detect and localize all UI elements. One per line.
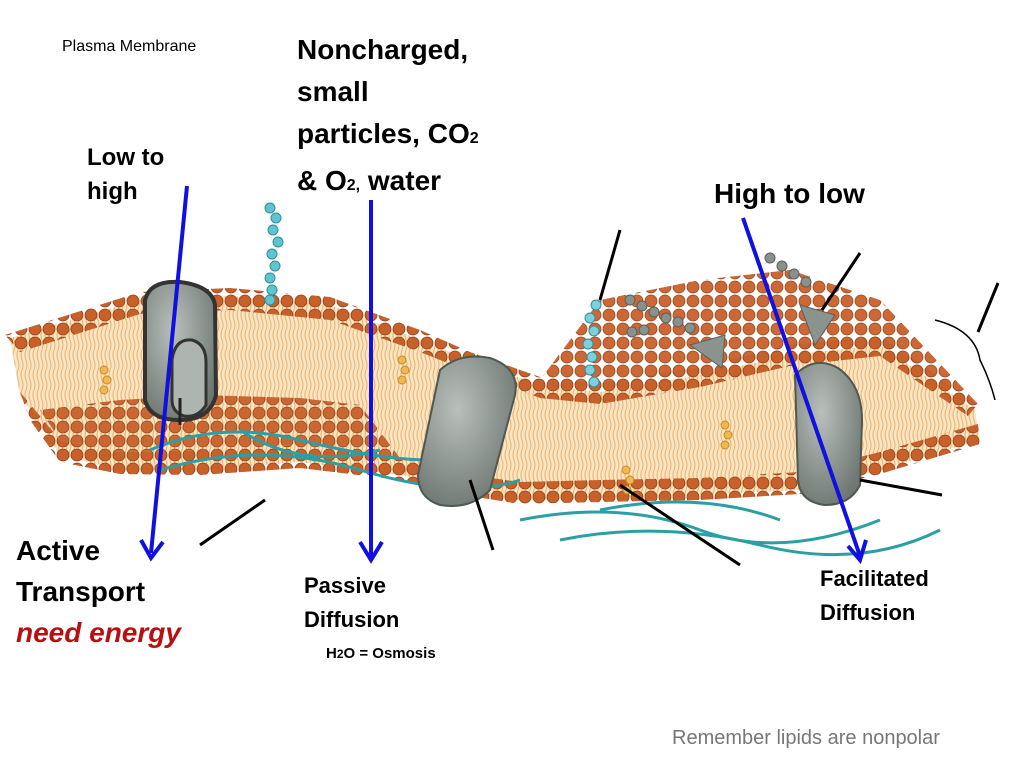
arrow-passive-diffusion <box>358 200 384 564</box>
high-to-low-label: High to low <box>714 178 865 209</box>
passive-diffusion-label: Passive Diffusion <box>304 573 400 632</box>
arrow-facilitated-diffusion <box>741 217 868 565</box>
channel-protein-middle <box>416 355 517 507</box>
glycoprotein-chain-middle <box>582 299 602 388</box>
noncharged-line-4: & O2, water <box>297 165 442 196</box>
low-to-high-label: Low to high <box>87 144 165 205</box>
noncharged-line-2: small <box>297 76 369 107</box>
cholesterol-molecules <box>99 355 733 495</box>
arrow-active-transport <box>139 185 189 562</box>
label-pointer-lines <box>199 229 1000 567</box>
noncharged-line-1: Noncharged, <box>297 34 469 65</box>
cytoskeleton-filaments <box>149 428 941 557</box>
noncharged-line-3: particles, CO2 <box>297 118 479 149</box>
active-transport-label: Active Transport need energy <box>16 530 181 653</box>
noncharged-particles-label: Noncharged, small particles, CO2 & O2, w… <box>297 34 537 202</box>
footnote: Remember lipids are nonpolar <box>672 727 940 749</box>
osmosis-label: H2O = Osmosis <box>326 645 436 662</box>
diagram-title: Plasma Membrane <box>62 38 197 55</box>
glycoprotein-chain-left <box>264 202 284 306</box>
need-energy-note: need energy <box>16 617 181 648</box>
lipid-bilayer <box>5 270 980 504</box>
channel-protein-right <box>688 304 864 507</box>
carrier-protein-active <box>143 279 219 425</box>
glycolipid-chain-gray <box>624 252 812 338</box>
facilitated-diffusion-label: Facilitated Diffusion <box>820 566 929 625</box>
